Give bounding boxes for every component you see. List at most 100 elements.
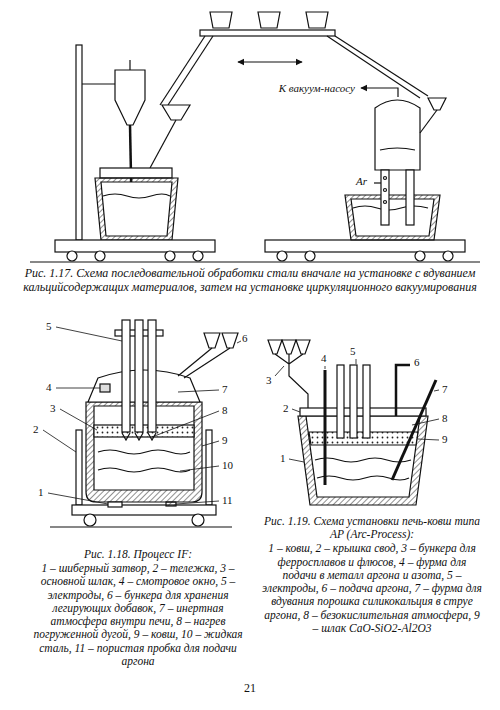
furnace-roof xyxy=(100,384,110,392)
callout-number: 11 xyxy=(222,494,238,507)
ladle xyxy=(86,402,202,502)
electrodes xyxy=(363,365,370,438)
injection-station xyxy=(82,83,115,84)
electrodes xyxy=(135,320,143,432)
leader-lines xyxy=(178,390,219,392)
leader-lines xyxy=(56,388,100,389)
injection-station xyxy=(95,178,178,240)
injection-station xyxy=(100,168,172,178)
callout-number: 7 xyxy=(222,383,238,396)
vacuum-station xyxy=(361,88,398,97)
vacuum-station xyxy=(277,251,287,261)
label-slot: Рис. 1.17. Схема последовательной обрабо… xyxy=(22,267,478,295)
vacuum-station xyxy=(380,148,415,150)
callout-number: 10 xyxy=(222,459,238,472)
ladle-car xyxy=(50,526,232,527)
hoppers xyxy=(184,348,230,378)
label-slot: 6 xyxy=(414,356,430,369)
lances xyxy=(392,380,436,480)
lances xyxy=(396,365,410,416)
gas-label: Ar xyxy=(356,175,374,188)
leader-lines xyxy=(180,466,219,471)
figure-legend: 1 – ковш, 2 – крышка свод, 3 – бункера д… xyxy=(262,542,482,635)
conveyor xyxy=(258,12,280,28)
hoppers xyxy=(204,333,220,348)
label-slot: 4 xyxy=(46,381,62,394)
label-slot: Ar xyxy=(356,175,374,188)
vacuum-station xyxy=(443,251,453,261)
hoppers xyxy=(222,333,238,348)
callout-number: 6 xyxy=(414,356,430,369)
callout-number: 2 xyxy=(283,402,299,415)
ladle-car xyxy=(72,505,216,515)
injection-station xyxy=(103,194,170,198)
vacuum-station xyxy=(345,195,440,240)
injection-station xyxy=(115,70,145,125)
vacuum-station xyxy=(420,110,437,133)
electrodes xyxy=(350,365,357,438)
vacuum-station xyxy=(351,199,434,236)
leader-lines xyxy=(237,341,241,343)
vacuum-station xyxy=(265,240,465,252)
injection-station xyxy=(165,251,175,261)
hoppers xyxy=(268,340,310,408)
leader-lines xyxy=(289,459,304,462)
callout-number: 9 xyxy=(442,433,458,446)
label-slot: 5 xyxy=(350,345,366,358)
leader-lines xyxy=(418,439,439,440)
hoppers xyxy=(268,340,282,354)
callout-number: 2 xyxy=(33,423,49,436)
leader-lines xyxy=(292,409,300,412)
injection-station xyxy=(55,45,215,261)
callout-number: 3 xyxy=(50,402,66,415)
leader-lines xyxy=(43,430,76,452)
injection-station xyxy=(150,120,176,168)
ladle xyxy=(86,402,202,507)
injection-station xyxy=(129,60,130,70)
label-slot: Рис. 1.19. Схема установки печь-ковш тип… xyxy=(262,515,482,541)
ladle xyxy=(108,502,122,507)
ladle xyxy=(94,406,194,490)
label-slot: 1 xyxy=(38,486,54,499)
conveyor xyxy=(210,12,232,28)
callout-number: 5 xyxy=(350,345,366,358)
injection-station xyxy=(162,105,190,120)
hoppers xyxy=(178,333,238,378)
ladle-car xyxy=(76,430,82,505)
callout-number: 1 xyxy=(280,452,296,465)
label-slot: 10 xyxy=(222,459,238,472)
injection-station xyxy=(101,182,172,236)
conveyor xyxy=(160,12,428,105)
callout-number: 5 xyxy=(46,320,62,333)
leader-lines xyxy=(48,493,108,504)
electrodes xyxy=(122,320,130,432)
ladle xyxy=(315,458,411,462)
vacuum-station xyxy=(384,201,387,204)
hoppers xyxy=(282,340,296,354)
leader-lines xyxy=(43,327,241,504)
injection-station xyxy=(55,240,215,252)
conveyor xyxy=(168,36,213,105)
furnace-roof xyxy=(88,370,200,402)
label-slot: 4 xyxy=(321,352,337,365)
fig-1-17 xyxy=(30,12,480,262)
callout-number: 1 xyxy=(38,486,54,499)
label-slot: 5 xyxy=(46,320,62,333)
figure-legend: 1 – шиберный затвор, 2 – тележка, 3 – ос… xyxy=(28,562,248,668)
furnace-roof xyxy=(88,370,200,402)
ladle xyxy=(166,502,176,506)
injection-station xyxy=(76,45,82,240)
label-slot: 11 xyxy=(222,494,238,507)
callout-number: 7 xyxy=(442,383,458,396)
fig-1-19 xyxy=(268,340,439,505)
leader-lines xyxy=(412,419,439,425)
leader-lines xyxy=(202,441,219,446)
leader-lines xyxy=(275,366,284,376)
hoppers xyxy=(296,340,310,354)
injection-station xyxy=(67,251,77,261)
vacuum-station xyxy=(384,189,387,192)
injection-station xyxy=(95,251,105,261)
leader-lines xyxy=(434,390,439,391)
callout-number: 4 xyxy=(46,381,62,394)
